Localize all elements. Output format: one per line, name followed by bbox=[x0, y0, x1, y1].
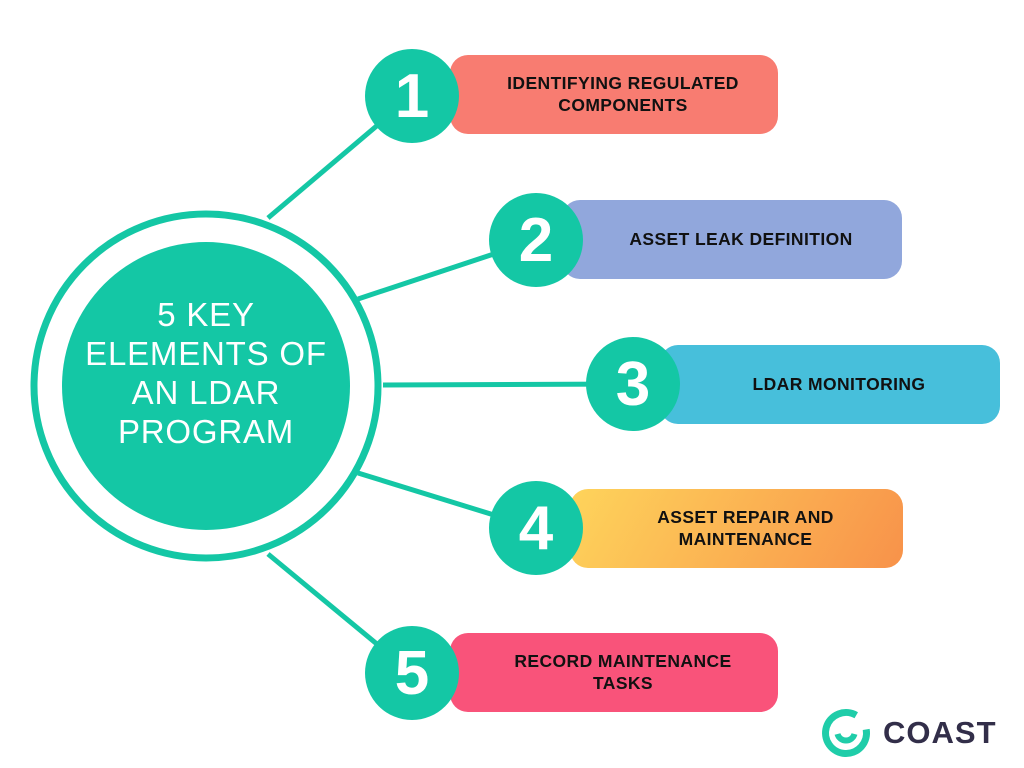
item-bar-identifying-regulated-components: IDENTIFYING REGULATED COMPONENTS bbox=[450, 55, 778, 134]
item-number: 4 bbox=[518, 493, 554, 563]
item-label: ASSET LEAK DEFINITION bbox=[629, 228, 853, 249]
item-label: RECORD MAINTENANCE TASKS bbox=[514, 650, 732, 693]
item-number-circle-2: 2 bbox=[489, 193, 583, 287]
coast-wordmark: COAST bbox=[883, 715, 997, 750]
title-line-3: AN LDAR bbox=[131, 373, 281, 411]
item-number-circle-5: 5 bbox=[365, 626, 459, 720]
title-line-4: PROGRAM bbox=[117, 412, 295, 450]
coast-smile-icon bbox=[822, 709, 871, 757]
item-bar-asset-leak-definition: ASSET LEAK DEFINITION bbox=[562, 200, 902, 279]
item-number: 3 bbox=[615, 349, 651, 419]
item-number-circle-4: 4 bbox=[489, 481, 583, 575]
item-number-circle-3: 3 bbox=[586, 337, 680, 431]
item-number: 2 bbox=[518, 205, 554, 275]
item-number: 5 bbox=[394, 638, 430, 708]
item-bar-asset-repair-and-maintenance: ASSET REPAIR AND MAINTENANCE bbox=[570, 489, 903, 568]
item-label: IDENTIFYING REGULATED COMPONENTS bbox=[507, 72, 739, 115]
item-label: LDAR MONITORING bbox=[752, 373, 926, 394]
item-label: ASSET REPAIR AND MAINTENANCE bbox=[657, 506, 834, 549]
item-number-circle-1: 1 bbox=[365, 49, 459, 143]
coast-logo: COAST bbox=[820, 705, 1016, 761]
center-circle bbox=[62, 242, 350, 530]
item-number: 1 bbox=[394, 61, 430, 131]
item-bar-record-maintenance-tasks: RECORD MAINTENANCE TASKS bbox=[450, 633, 778, 712]
title-line-2: ELEMENTS OF bbox=[85, 334, 327, 372]
title-line-1: 5 KEY bbox=[157, 296, 255, 333]
diagram-title: 5 KEY ELEMENTS OF AN LDAR PROGRAM bbox=[56, 296, 356, 452]
item-bar-ldar-monitoring: LDAR MONITORING bbox=[660, 345, 1000, 424]
